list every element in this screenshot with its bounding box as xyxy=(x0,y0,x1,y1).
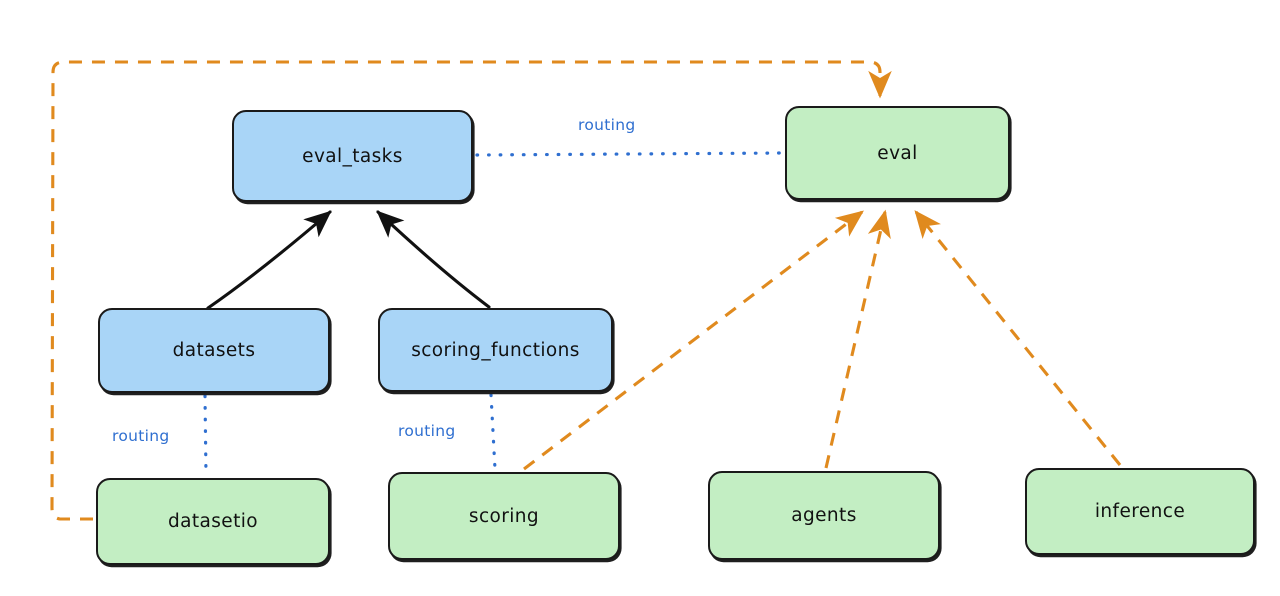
node-label-datasets: datasets xyxy=(172,340,256,361)
edge-label-routing-datasetio: routing xyxy=(112,427,170,445)
node-label-inference: inference xyxy=(1094,501,1186,522)
edge-scoring-functions-to-scoring-routing xyxy=(489,393,497,471)
node-agents[interactable]: agents xyxy=(708,471,940,560)
node-label-scoring-functions: scoring_functions xyxy=(411,339,580,361)
node-inference[interactable]: inference xyxy=(1025,468,1255,555)
node-label-scoring: scoring xyxy=(468,505,540,527)
edge-datasets-to-datasetio-routing xyxy=(203,394,208,477)
node-eval[interactable]: eval xyxy=(785,106,1010,200)
node-scoring-functions[interactable]: scoring_functions xyxy=(378,308,613,392)
edge-label-routing-eval: routing xyxy=(578,116,636,134)
edge-agents-to-eval-dependency xyxy=(824,209,891,469)
node-label-eval: eval xyxy=(877,142,918,164)
node-datasetio[interactable]: datasetio xyxy=(96,478,330,565)
node-label-datasetio: datasetio xyxy=(167,511,258,532)
node-label-agents: agents xyxy=(791,505,857,526)
edge-label-routing-scoring: routing xyxy=(398,422,456,440)
node-scoring[interactable]: scoring xyxy=(388,472,620,560)
edge-eval-tasks-to-eval-routing xyxy=(475,151,783,157)
node-datasets[interactable]: datasets xyxy=(98,308,330,393)
edge-datasetio-to-eval-dependency xyxy=(50,60,892,521)
node-eval-tasks[interactable]: eval_tasks xyxy=(232,110,473,202)
edge-scoring-functions-to-eval-tasks xyxy=(376,210,491,309)
edge-inference-to-eval-dependency xyxy=(914,210,1122,466)
edge-datasets-to-eval-tasks xyxy=(206,210,332,310)
node-label-eval-tasks: eval_tasks xyxy=(302,145,403,167)
edge-scoring-to-eval-dependency xyxy=(523,210,864,471)
